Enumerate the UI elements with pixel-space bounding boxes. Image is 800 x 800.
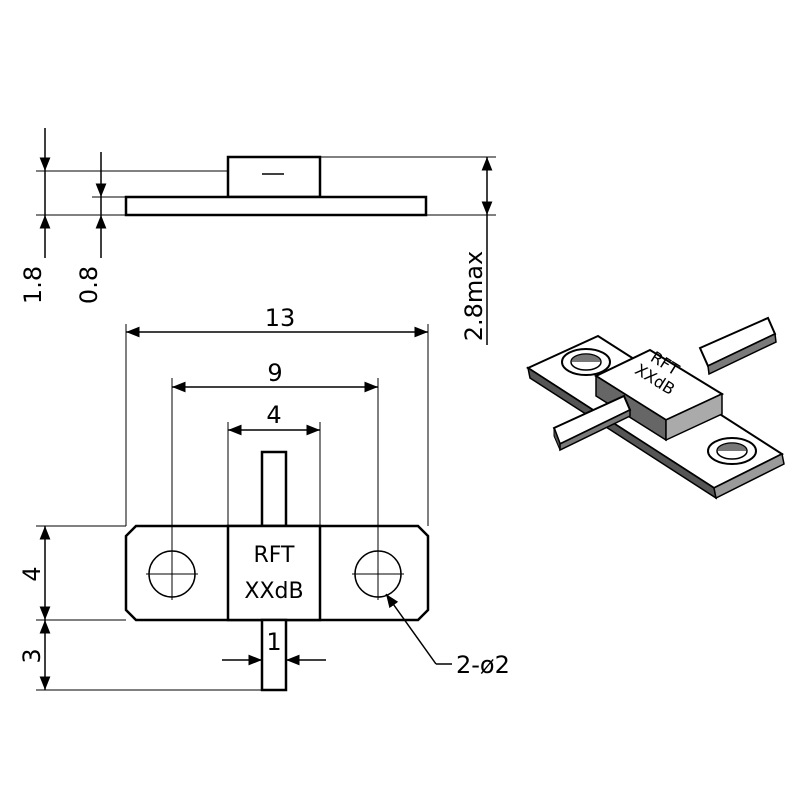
dim-tab-width: 1	[266, 628, 281, 656]
dim-hole-pitch: 9	[267, 359, 282, 387]
top-tab-upper	[260, 450, 288, 528]
dim-flange-height: 4	[18, 566, 46, 581]
marking-xxdb: XXdB	[244, 579, 303, 604]
side-view: 1.8 0.8 2.8max	[19, 128, 496, 345]
iso-hole-left	[561, 348, 611, 376]
top-view: RFT XXdB 13 9 4 4 3 1 2-ø2	[18, 304, 510, 692]
dim-body-width: 4	[266, 401, 281, 429]
dim-max-height: 2.8max	[460, 251, 488, 341]
side-flange	[124, 195, 428, 217]
top-body	[226, 524, 322, 622]
side-body	[226, 155, 322, 199]
dim-flange-thickness: 1.8	[19, 266, 47, 304]
dim-tab-length: 3	[18, 648, 46, 663]
marking-rft: RFT	[254, 543, 296, 568]
iso-hole-right	[707, 437, 757, 465]
isometric-view: RFT XXdB	[525, 316, 785, 500]
dim-tab-thickness: 0.8	[75, 266, 103, 304]
dim-overall-width: 13	[265, 304, 296, 332]
hole-callout: 2-ø2	[456, 651, 510, 679]
